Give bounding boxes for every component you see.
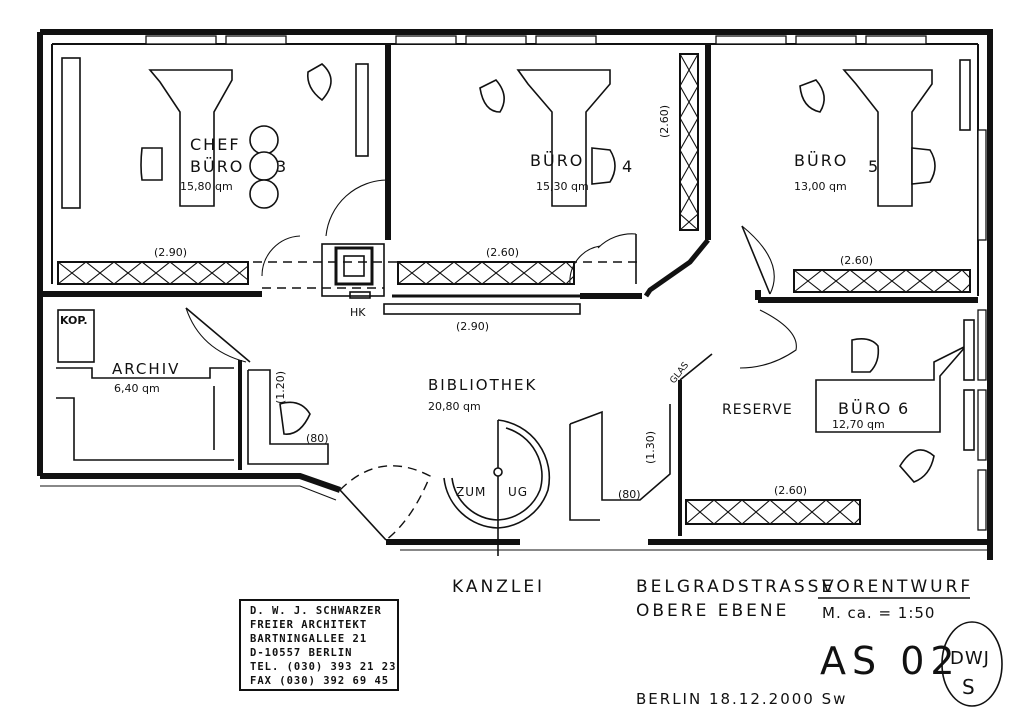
dim-library-side: (1.30) bbox=[644, 431, 657, 464]
dimension-labels: (2.90) (2.60) (2.60) (2.60) (2.90) (2.60… bbox=[154, 105, 873, 501]
logo-top: DWJ bbox=[950, 648, 990, 669]
sheet-number: AS 02 bbox=[820, 639, 961, 683]
buero3-furniture bbox=[61, 57, 369, 209]
dim-archiv-side: (1.20) bbox=[274, 371, 287, 404]
stamp-line3: BARTNINGALLEE 21 bbox=[250, 633, 367, 645]
reserve-label: RESERVE bbox=[722, 402, 793, 418]
archiv-furniture bbox=[56, 309, 329, 465]
buero4-number: 4 bbox=[622, 157, 634, 176]
street-title: BELGRADSTRASSE bbox=[636, 577, 835, 597]
buero3-number: 3 bbox=[276, 157, 288, 176]
buero6-label: BÜRO bbox=[838, 399, 892, 418]
right-windows bbox=[977, 129, 987, 531]
library-shelf bbox=[569, 404, 671, 521]
buero6-furniture bbox=[815, 319, 975, 483]
buero6-area: 12,70 qm bbox=[832, 418, 885, 431]
buero5-furniture bbox=[799, 59, 971, 207]
dim-shelf-buero4: (2.60) bbox=[486, 246, 519, 259]
date-line: BERLIN 18.12.2000 Sw bbox=[636, 690, 847, 708]
dim-library-depth: (80) bbox=[618, 488, 641, 501]
stamp-line2: FREIER ARCHITEKT bbox=[250, 619, 367, 631]
stamp-line4: D-10557 BERLIN bbox=[250, 647, 353, 659]
buero4-area: 15,30 qm bbox=[536, 180, 589, 193]
stamp-line1: D. W. J. SCHWARZER bbox=[250, 605, 382, 617]
dim-shelf-buero4-vertical: (2.60) bbox=[658, 105, 671, 138]
bibliothek-area: 20,80 qm bbox=[428, 400, 481, 413]
chef-label: CHEF bbox=[190, 135, 241, 154]
scale-title: M. ca. = 1:50 bbox=[822, 604, 935, 622]
buero5-label: BÜRO bbox=[794, 151, 848, 170]
stair-ug-label: UG bbox=[508, 485, 528, 499]
buero4-label: BÜRO bbox=[530, 151, 584, 170]
buero5-area: 13,00 qm bbox=[794, 180, 847, 193]
dwjs-logo: DWJ S bbox=[941, 621, 1003, 707]
buero5-number: 5 bbox=[868, 157, 880, 176]
kanzlei-title: KANZLEI bbox=[452, 577, 545, 597]
dim-shelf-buero6: (2.60) bbox=[774, 484, 807, 497]
top-windows bbox=[145, 35, 927, 45]
shelf-buero4 bbox=[397, 261, 575, 285]
shelf-buero3 bbox=[57, 261, 249, 285]
stair-zum-label: ZUM bbox=[456, 485, 486, 499]
shelf-buero5 bbox=[793, 269, 971, 293]
architect-stamp: D. W. J. SCHWARZER FREIER ARCHITEKT BART… bbox=[239, 599, 399, 691]
hk-label: HK bbox=[350, 306, 366, 319]
doors bbox=[185, 179, 797, 541]
bibliothek-label: BIBLIOTHEK bbox=[428, 376, 537, 394]
shelf-corridor bbox=[383, 303, 581, 315]
dim-shelf-buero5: (2.60) bbox=[840, 254, 873, 267]
shelf-buero6 bbox=[685, 499, 861, 525]
buero3-label: BÜRO bbox=[190, 157, 244, 176]
buero3-area: 15,80 qm bbox=[180, 180, 233, 193]
shaft bbox=[321, 243, 385, 299]
spiral-stair bbox=[443, 419, 551, 556]
stamp-line6: FAX (030) 392 69 45 bbox=[250, 675, 389, 687]
phase-title: VORENTWURF bbox=[822, 577, 973, 597]
partition-walls bbox=[40, 44, 978, 536]
corridor-dashes bbox=[58, 261, 640, 289]
archiv-area: 6,40 qm bbox=[114, 382, 160, 395]
archiv-label: ARCHIV bbox=[112, 360, 180, 378]
buero6-number: 6 bbox=[898, 399, 910, 418]
level-title: OBERE EBENE bbox=[636, 601, 789, 621]
room-labels: CHEF BÜRO 3 15,80 qm BÜRO 4 15,30 qm BÜR… bbox=[60, 135, 910, 431]
buero4-furniture bbox=[479, 53, 699, 231]
dim-archiv-depth: (80) bbox=[306, 432, 329, 445]
dim-shelf-buero3: (2.90) bbox=[154, 246, 187, 259]
logo-bottom: S bbox=[962, 675, 975, 699]
title-block: KANZLEI BELGRADSTRASSE OBERE EBENE VOREN… bbox=[452, 577, 973, 708]
dim-shelf-corridor: (2.90) bbox=[456, 320, 489, 333]
stamp-line5: TEL. (030) 393 21 23 bbox=[250, 661, 396, 673]
kop-label: KOP. bbox=[60, 314, 88, 327]
